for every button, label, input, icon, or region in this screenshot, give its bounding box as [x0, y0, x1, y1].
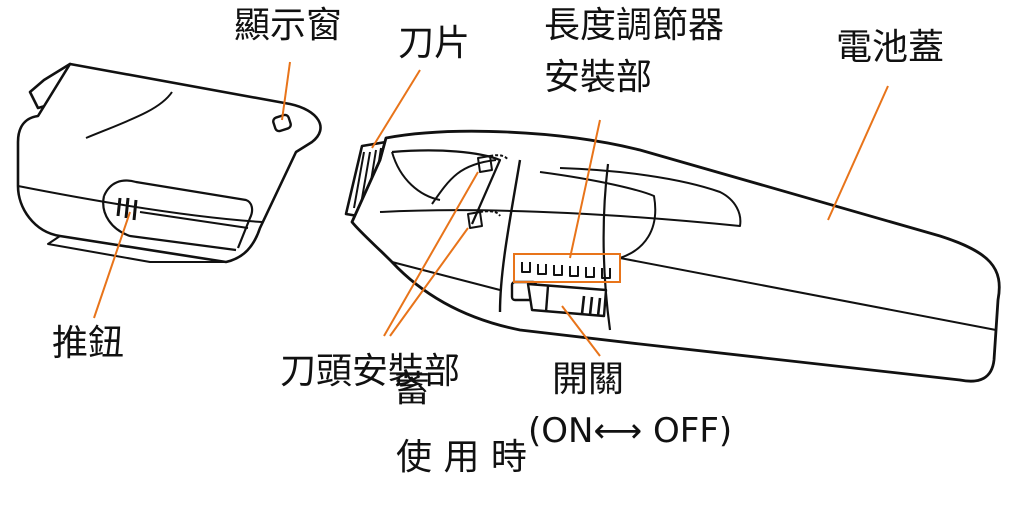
label-display-window: 顯示窗 — [234, 5, 343, 46]
label-battery-cover: 電池蓋 — [836, 27, 945, 68]
label-overlap-char: 蓄 — [394, 369, 431, 410]
leader-blade-head-1 — [383, 171, 479, 337]
label-length-adjuster-line1: 長度調節器 — [544, 5, 725, 46]
leader-switch — [561, 305, 601, 357]
label-switch-states: (ON⟷ OFF) — [528, 411, 733, 451]
push-button-ridges — [116, 197, 138, 221]
body-outline — [350, 129, 1001, 383]
trimmer-body — [344, 129, 1001, 383]
caption-in-use: 使 用 時 — [396, 437, 527, 478]
label-push-button: 推鈕 — [52, 323, 125, 364]
comb-attachment — [16, 62, 322, 264]
leader-length-adjuster — [569, 119, 601, 259]
leader-battery-cover — [827, 85, 889, 221]
label-blade-head-mount: 刀頭安裝部 — [280, 351, 461, 392]
leader-blade — [371, 69, 421, 149]
leader-lines — [93, 61, 889, 357]
length-adjuster-highlight — [513, 253, 621, 283]
display-window-shape — [272, 113, 292, 133]
label-blade: 刀片 — [398, 23, 471, 64]
label-switch: 開關 — [552, 359, 625, 400]
label-length-adjuster-line2: 安裝部 — [544, 57, 653, 98]
leader-display-window — [281, 61, 291, 121]
blade-head-mount-hooks — [467, 154, 509, 229]
leader-blade-head-2 — [389, 227, 469, 337]
comb-body — [16, 62, 322, 264]
switch-slider — [510, 280, 608, 318]
leader-push-button — [93, 211, 131, 319]
